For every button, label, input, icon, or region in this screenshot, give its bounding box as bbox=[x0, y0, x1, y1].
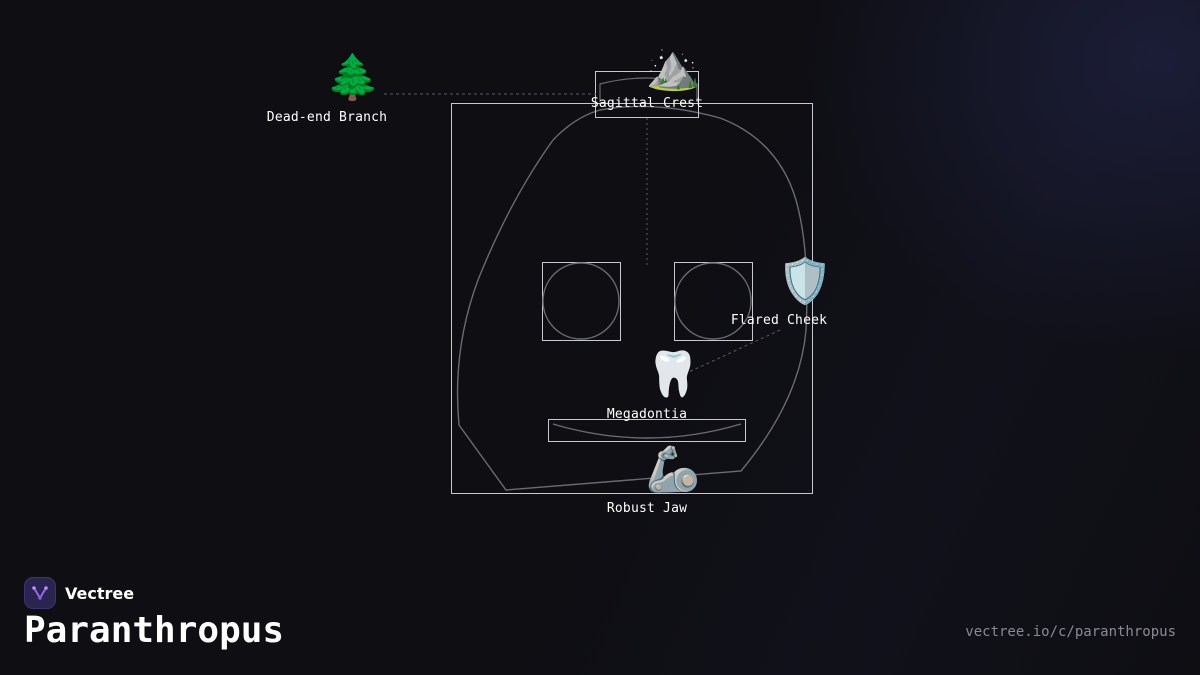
page-title: Paranthropus bbox=[24, 610, 285, 651]
cheek-link-dashed bbox=[675, 329, 781, 379]
brand: Vectree bbox=[24, 577, 134, 609]
node-label-sagittal-crest: Sagittal Crest bbox=[590, 96, 704, 111]
mechanical-arm-icon: 🦾 bbox=[645, 444, 701, 495]
tree-icon: 🌲 bbox=[325, 52, 381, 103]
node-label-dead-end-branch: Dead-end Branch bbox=[266, 110, 388, 125]
vectree-logo-icon bbox=[24, 577, 56, 609]
tooth-icon: 🦷 bbox=[645, 349, 701, 400]
shield-icon: 🛡️ bbox=[777, 256, 833, 307]
crest-curve bbox=[599, 77, 698, 102]
node-label-megadontia: Megadontia bbox=[606, 407, 688, 422]
mountain-icon: ⛰️ bbox=[645, 42, 701, 93]
jaw-box bbox=[548, 419, 746, 442]
skull-outline bbox=[456, 105, 808, 491]
brand-name: Vectree bbox=[65, 583, 135, 603]
skull-frame bbox=[451, 103, 813, 494]
jaw-curve bbox=[552, 423, 742, 439]
node-label-flared-cheek: Flared Cheek bbox=[730, 313, 828, 328]
page-url[interactable]: vectree.io/c/paranthropus bbox=[965, 624, 1176, 640]
right-orbit bbox=[674, 262, 752, 340]
node-label-robust-jaw: Robust Jaw bbox=[606, 501, 688, 516]
left-orbit bbox=[542, 262, 620, 340]
